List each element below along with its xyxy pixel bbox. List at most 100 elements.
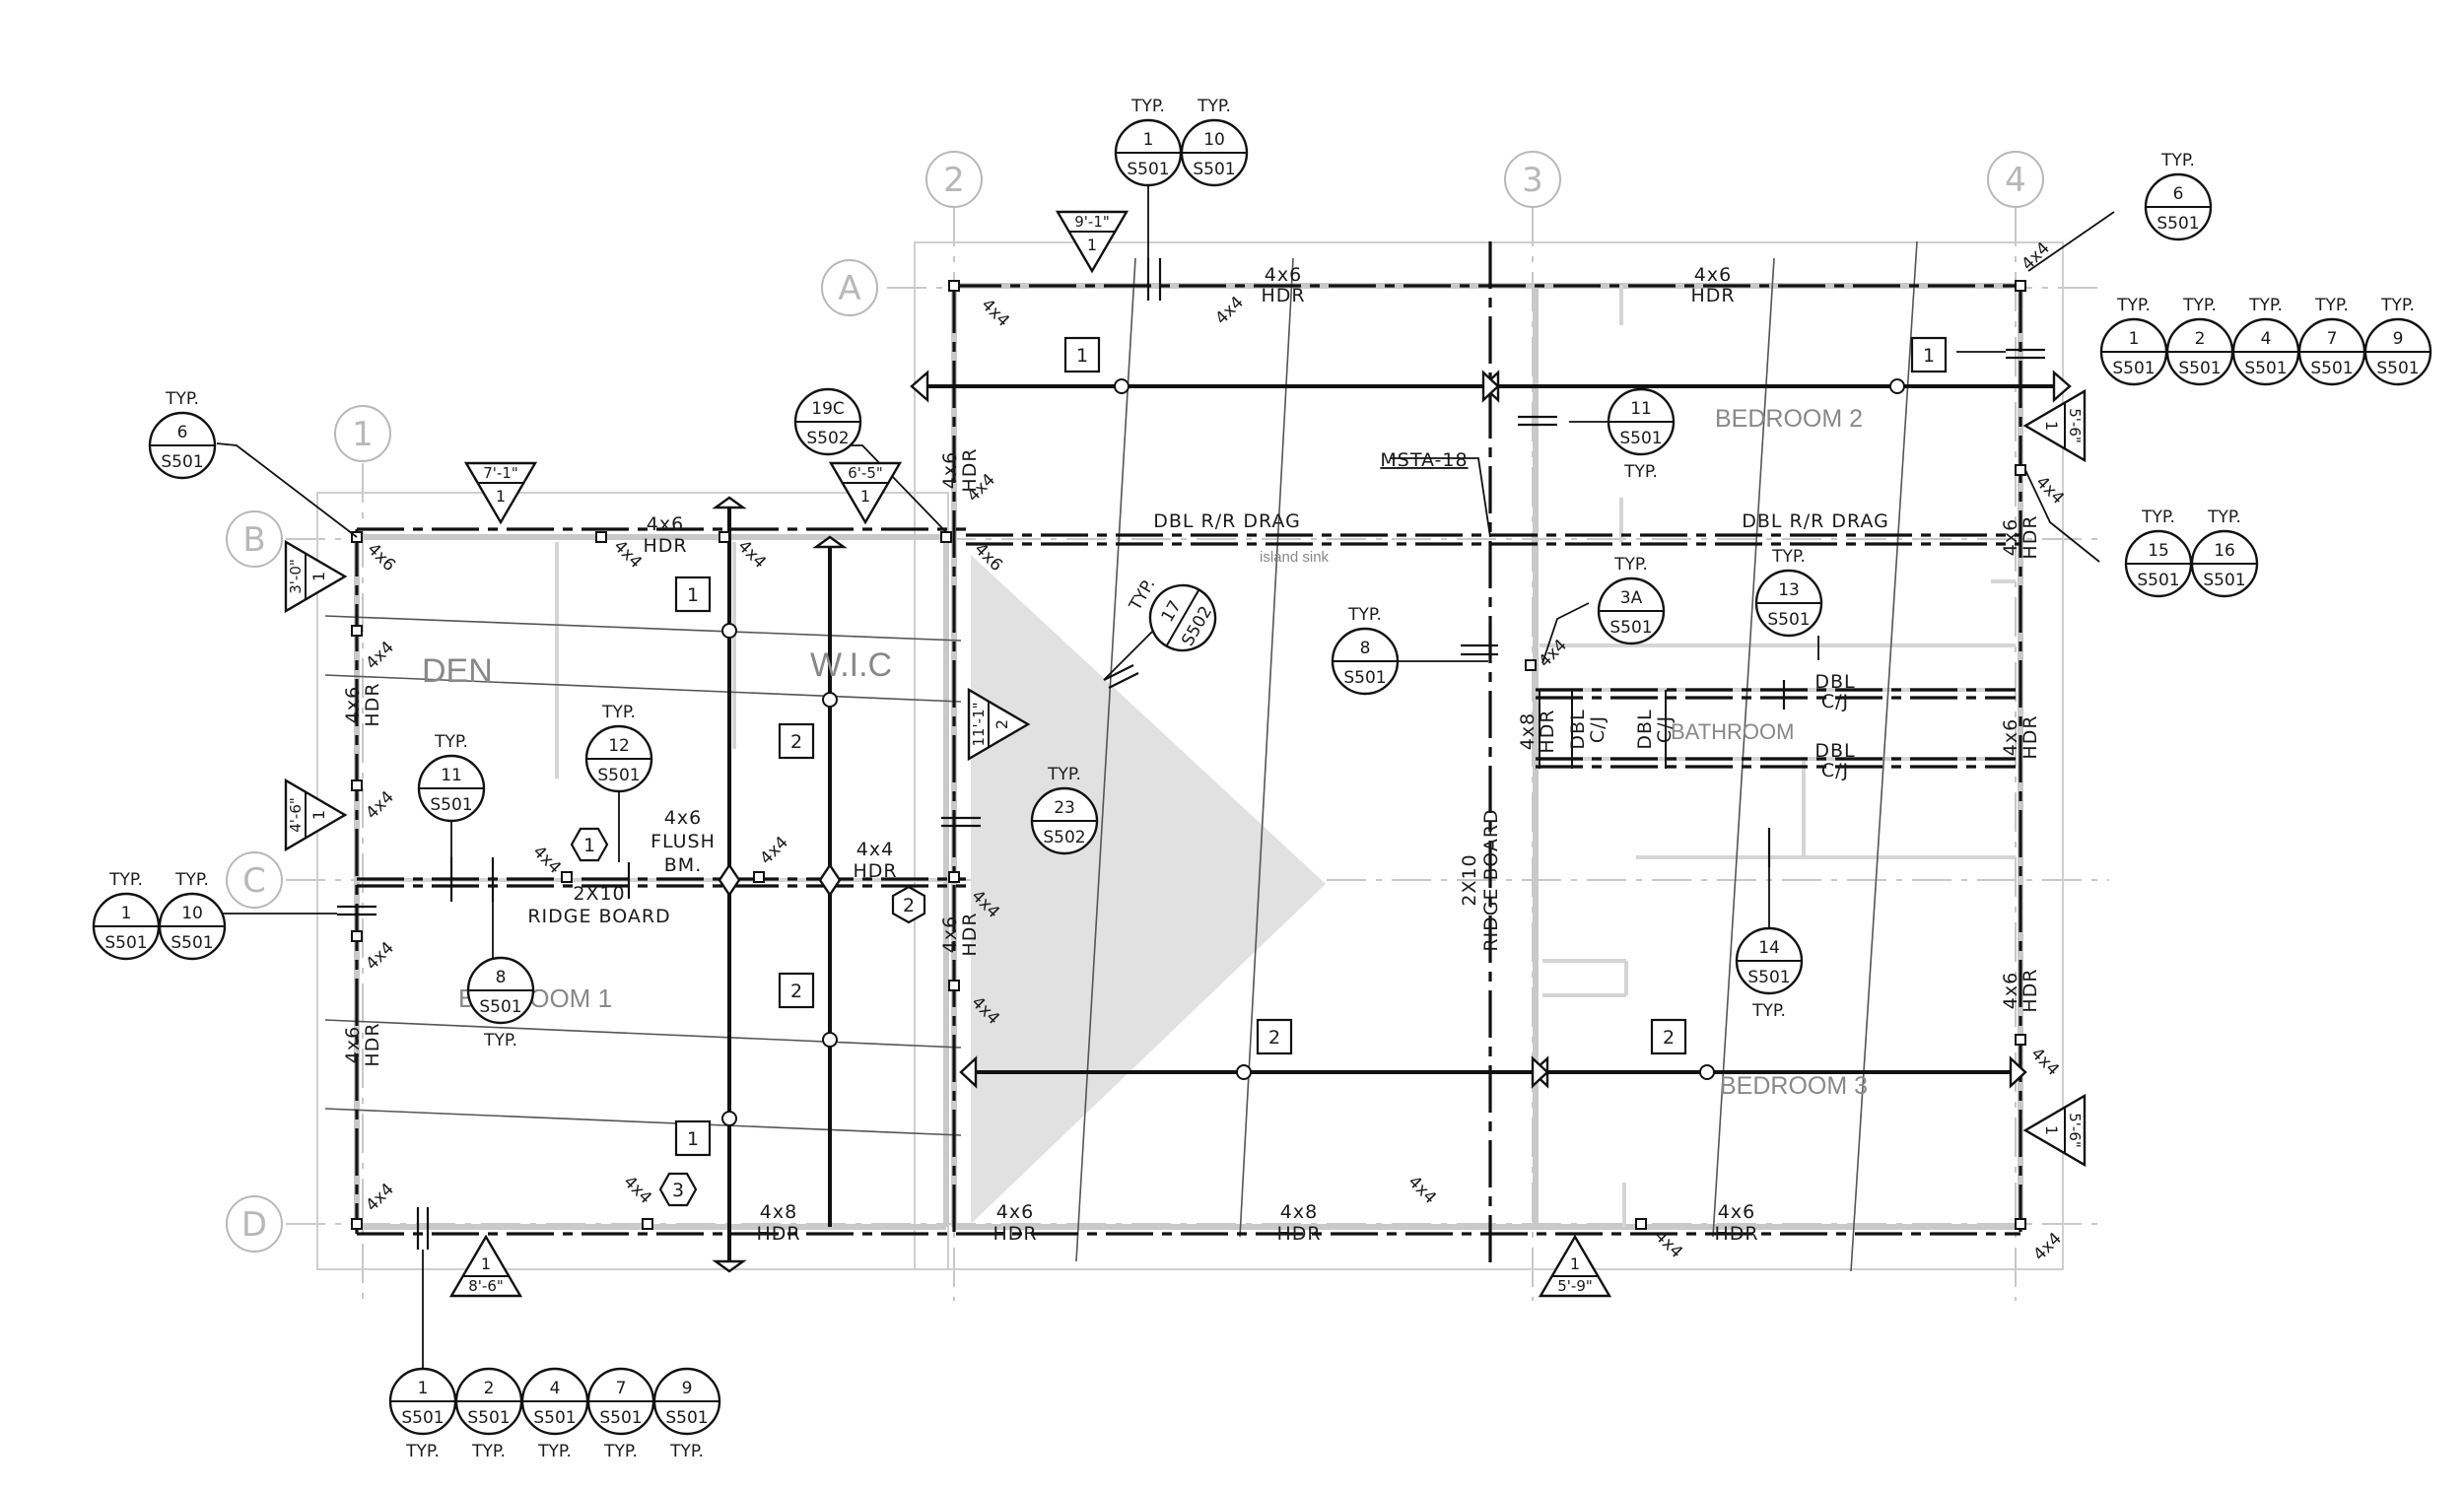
svg-text:3'-0": 3'-0" (287, 559, 305, 594)
svg-text:TYP.: TYP. (1613, 555, 1648, 575)
beam-tag-2-bottom-b[interactable]: 2 (1650, 1018, 1687, 1055)
svg-text:1: 1 (2042, 421, 2061, 431)
svg-text:4x4: 4x4 (528, 842, 565, 878)
grid-bubble-4: 4 (1987, 151, 2044, 208)
svg-text:2: 2 (484, 1379, 495, 1398)
elev-tri-8-6[interactable]: 8'-6"1 (448, 1234, 523, 1298)
svg-text:1: 1 (496, 487, 506, 506)
elev-tri-7-1[interactable]: 7'-1"1 (463, 461, 538, 525)
svg-text:4: 4 (2005, 161, 2026, 200)
svg-text:TYP.: TYP. (2182, 296, 2217, 315)
svg-text:4x4: 4x4 (609, 536, 646, 573)
beam-tag-1-right[interactable]: 1 (1910, 336, 1948, 373)
beam-tag-2-wic[interactable]: 2 (778, 722, 815, 760)
beam-tag-1-bed1[interactable]: 1 (674, 1119, 712, 1157)
grid-bubble-B: B (226, 510, 283, 568)
hex-tag-1[interactable]: 1 (570, 827, 609, 862)
svg-text:C: C (242, 861, 266, 901)
svg-text:3: 3 (672, 1180, 684, 1201)
svg-text:HDR: HDR (1537, 709, 1558, 753)
svg-text:S501: S501 (401, 1408, 444, 1428)
elev-tri-5-6-b[interactable]: 5'-6"1 (2022, 1093, 2087, 1168)
svg-text:4'-6": 4'-6" (287, 797, 305, 833)
hex-tag-3[interactable]: 3 (658, 1172, 698, 1207)
elev-tri-11-1[interactable]: 11'-1"2 (967, 687, 1031, 762)
beam-tag-1-top[interactable]: 1 (1063, 336, 1101, 373)
svg-text:TYP.: TYP. (434, 732, 468, 752)
member-labels: 4x6 HDR 4x6 HDR 4x6 HDR 4x6 FLUSH BM. 4x… (342, 264, 2041, 1245)
svg-text:TYP.: TYP. (2141, 508, 2175, 527)
elev-tri-6-5[interactable]: 6'-5"1 (828, 461, 903, 525)
svg-text:HDR: HDR (756, 1223, 800, 1245)
svg-text:8'-6": 8'-6" (468, 1277, 504, 1295)
svg-text:HDR: HDR (643, 535, 687, 557)
svg-text:C/J: C/J (1821, 760, 1849, 781)
svg-text:2: 2 (2195, 329, 2206, 349)
beam-tag-2-bed1[interactable]: 2 (778, 972, 815, 1009)
elev-tri-3-0[interactable]: 3'-0"1 (284, 539, 348, 614)
svg-text:5'-6": 5'-6" (2066, 1113, 2084, 1148)
elev-tri-9-1[interactable]: 9'-1"1 (1055, 210, 1129, 274)
svg-text:11: 11 (1630, 399, 1652, 419)
posts (351, 280, 2026, 1230)
svg-text:TYP.: TYP. (1771, 547, 1806, 567)
svg-text:4x4: 4x4 (1403, 1172, 1440, 1208)
svg-text:TYP.: TYP. (1197, 97, 1231, 116)
svg-text:TYP.: TYP. (601, 703, 636, 722)
svg-text:4: 4 (2261, 329, 2272, 349)
elev-tri-5-9[interactable]: 5'-9"1 (1538, 1234, 1612, 1298)
svg-text:1: 1 (1087, 236, 1097, 254)
svg-text:TYP.: TYP. (669, 1442, 704, 1461)
svg-text:2X10: 2X10 (1459, 853, 1480, 906)
svg-text:1: 1 (121, 904, 132, 923)
svg-text:4x4: 4x4 (756, 833, 792, 869)
svg-text:23: 23 (1054, 798, 1075, 818)
svg-text:TYP.: TYP. (483, 1031, 517, 1050)
svg-text:4x6: 4x6 (342, 686, 364, 723)
beam-tag-2-bottom-a[interactable]: 2 (1256, 1018, 1293, 1055)
svg-text:4x6: 4x6 (1265, 264, 1302, 286)
svg-text:4x4: 4x4 (977, 295, 1013, 331)
svg-text:2: 2 (943, 161, 965, 200)
hex-tag-2[interactable]: 2 (891, 885, 926, 924)
svg-text:S501: S501 (2112, 359, 2155, 378)
svg-text:2X10: 2X10 (573, 883, 625, 905)
svg-text:4x8: 4x8 (1517, 712, 1539, 750)
elev-tri-5-6-a[interactable]: 5'-6"1 (2022, 388, 2087, 463)
svg-text:6'-5": 6'-5" (848, 464, 883, 482)
svg-text:4x6: 4x6 (2000, 718, 2021, 756)
elev-tri-4-6[interactable]: 4'-6"1 (284, 778, 348, 852)
svg-text:2: 2 (1663, 1027, 1675, 1049)
svg-text:RIDGE BOARD: RIDGE BOARD (1480, 808, 1502, 951)
beam-tag-1-den[interactable]: 1 (674, 576, 712, 613)
